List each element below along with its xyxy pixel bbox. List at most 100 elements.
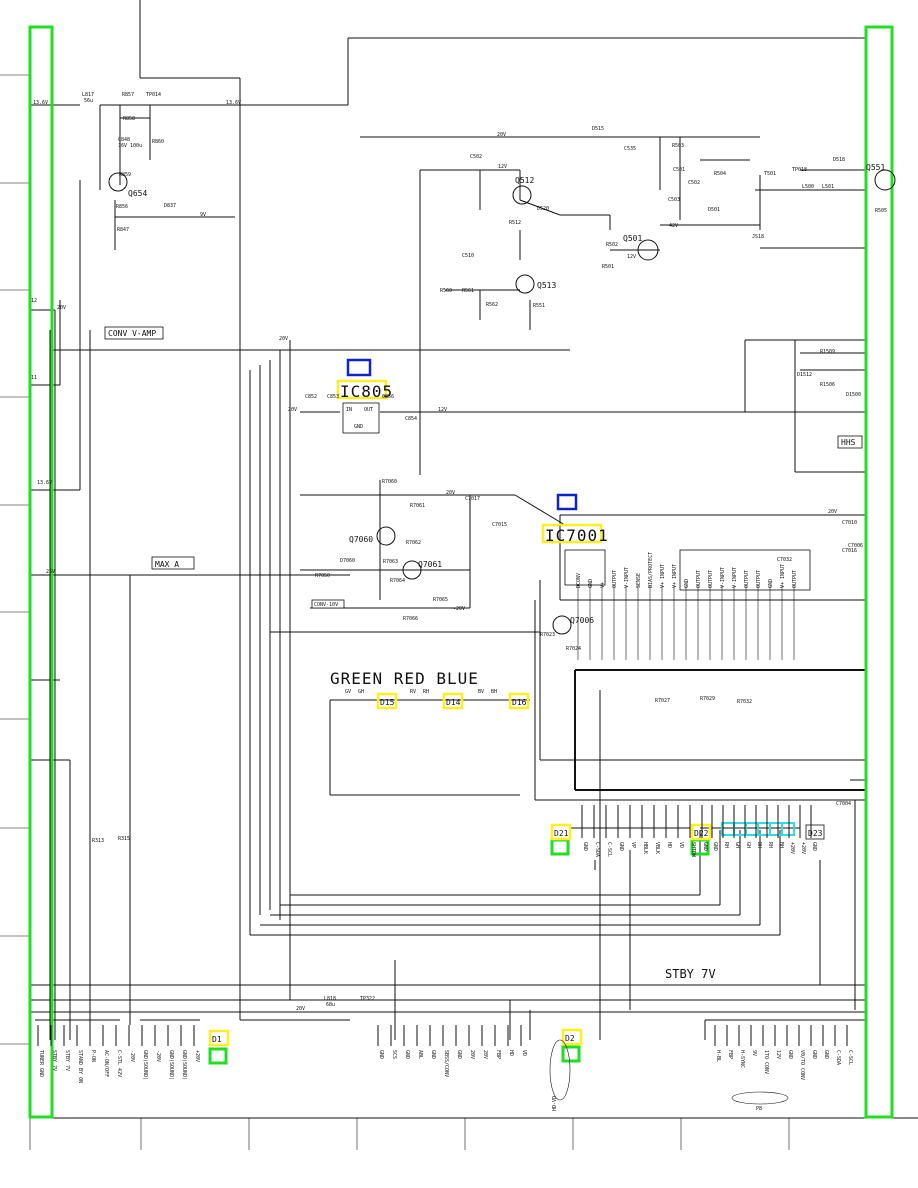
bottom-left-pin-label: GND(SOUND) bbox=[181, 1050, 187, 1080]
voltage-labels: 13.6V 13.6V 20V 9V 12V 12V 12V 20V 20V 2… bbox=[31, 100, 837, 1012]
transistors: Q654 Q512 Q513 Q501 Q551 Q7060 Q7061 Q70… bbox=[108, 163, 896, 635]
svg-text:C7015: C7015 bbox=[492, 522, 507, 528]
svg-text:R7050: R7050 bbox=[315, 573, 330, 579]
svg-text:D1512: D1512 bbox=[797, 372, 812, 378]
svg-text:20V: 20V bbox=[57, 305, 66, 311]
svg-text:11: 11 bbox=[31, 375, 37, 381]
svg-text:OUT: OUT bbox=[364, 407, 373, 413]
svg-text:R504: R504 bbox=[714, 171, 726, 177]
row-mid-pin-label: VP bbox=[630, 842, 636, 848]
bottom-mid-pin-label: GND bbox=[456, 1050, 462, 1059]
bottom-mid-pin-label: 20V bbox=[469, 1050, 475, 1059]
svg-text:C856: C856 bbox=[382, 394, 394, 400]
d21-green-marker[interactable] bbox=[550, 838, 570, 856]
row-mid-pin-label: SHTDW bbox=[690, 842, 696, 858]
svg-text:R860: R860 bbox=[152, 139, 164, 145]
bottom-right-pin-label: GND bbox=[823, 1050, 829, 1059]
svg-text:68u: 68u bbox=[326, 1002, 335, 1008]
svg-text:C535: C535 bbox=[624, 146, 636, 152]
svg-text:R1506: R1506 bbox=[820, 382, 835, 388]
svg-text:20V: 20V bbox=[288, 407, 297, 413]
svg-text:R315: R315 bbox=[118, 836, 130, 842]
bottom-right-pin-label: GND bbox=[811, 1050, 817, 1059]
d22-marker: D22 bbox=[694, 829, 709, 838]
svg-text:T501: T501 bbox=[764, 171, 776, 177]
svg-text:D7060: D7060 bbox=[340, 558, 355, 564]
svg-text:C7006: C7006 bbox=[848, 543, 863, 549]
bottom-mid-pin-label: ABL bbox=[417, 1050, 423, 1059]
d15-marker: D15 bbox=[380, 698, 395, 707]
stby7v-label: STBY 7V bbox=[665, 967, 716, 981]
yellow-markers: D15 D14 D16 D21 D22 D23 D1 D2 bbox=[208, 692, 825, 1047]
conv10v-label: CONV-10V bbox=[314, 602, 338, 608]
rgb-labels: GV GH RV RH BV BH bbox=[345, 689, 497, 695]
d16-marker: D16 bbox=[512, 698, 527, 707]
bottom-right-pin-label: 12V bbox=[775, 1050, 781, 1059]
svg-text:R847: R847 bbox=[117, 227, 129, 233]
svg-text:R512: R512 bbox=[509, 220, 521, 226]
svg-text:12V: 12V bbox=[627, 254, 636, 260]
svg-text:C7010: C7010 bbox=[842, 520, 857, 526]
ic7001-blue-marker[interactable] bbox=[556, 493, 578, 511]
ic7001-pin-label: OUTPUT bbox=[696, 570, 702, 588]
left-connector-highlight[interactable] bbox=[28, 25, 54, 1119]
svg-text:12: 12 bbox=[31, 298, 37, 304]
row-mid-pin-label: VBLK bbox=[654, 842, 660, 854]
svg-text:R7065: R7065 bbox=[433, 597, 448, 603]
row-right-pin-label: +20V bbox=[789, 842, 795, 854]
right-connector-highlight[interactable] bbox=[864, 25, 894, 1119]
svg-text:-20V: -20V bbox=[453, 606, 465, 612]
ic7001: IC7001 bbox=[541, 523, 811, 591]
svg-text:BV: BV bbox=[478, 689, 484, 695]
frame bbox=[0, 74, 918, 1150]
svg-text:D520: D520 bbox=[537, 206, 549, 212]
bottom-left-pin-label: GND(SOUND) bbox=[168, 1050, 174, 1080]
svg-text:R7062: R7062 bbox=[406, 540, 421, 546]
bottom-left-pin-label: STAND BY ON bbox=[77, 1050, 83, 1083]
conv-vamp-label: CONV V-AMP bbox=[108, 329, 156, 338]
bottom-left-pin-label: -20V bbox=[129, 1050, 135, 1062]
svg-text:GV: GV bbox=[345, 689, 351, 695]
ic7001-pin-label: GND bbox=[588, 579, 594, 588]
svg-text:R7032: R7032 bbox=[737, 699, 752, 705]
row-right-pin-label: GH bbox=[734, 842, 740, 848]
bottom-right-pin-label: C-SDA bbox=[835, 1050, 841, 1065]
bottom-left-pin-label: C-STL 42V bbox=[116, 1050, 122, 1077]
row-right-pin-label: BH bbox=[756, 842, 762, 848]
bottom-right-pin-label: V0/TO CONV bbox=[799, 1050, 805, 1080]
svg-text:9V: 9V bbox=[200, 212, 206, 218]
row-mid-pin-label: GND bbox=[618, 842, 624, 851]
d1-green-marker[interactable] bbox=[208, 1047, 228, 1065]
ic7001-pin-label: V-INPUT bbox=[720, 567, 726, 588]
svg-text:20V: 20V bbox=[279, 336, 288, 342]
p8-label: P8 bbox=[756, 1106, 762, 1112]
svg-text:C7004: C7004 bbox=[836, 801, 851, 807]
q551-label: Q551 bbox=[866, 163, 885, 172]
d2-green-marker[interactable] bbox=[561, 1045, 581, 1063]
d2-marker: D2 bbox=[565, 1034, 575, 1043]
bottom-right-pin-label: FBP bbox=[727, 1050, 733, 1059]
svg-text:R560: R560 bbox=[440, 288, 452, 294]
bottom-left-pin-label: +20V bbox=[194, 1050, 200, 1062]
svg-text:D501: D501 bbox=[708, 207, 720, 213]
bottom-mid-pin-label: 20V bbox=[482, 1050, 488, 1059]
ic805-blue-marker[interactable] bbox=[346, 358, 372, 377]
svg-text:BH: BH bbox=[491, 689, 497, 695]
d23-marker: D23 bbox=[808, 829, 823, 838]
svg-text:C501: C501 bbox=[673, 167, 685, 173]
svg-text:R7027: R7027 bbox=[655, 698, 670, 704]
svg-text:L818: L818 bbox=[324, 996, 336, 1002]
svg-text:C852: C852 bbox=[305, 394, 317, 400]
svg-text:56u: 56u bbox=[84, 98, 93, 104]
svg-text:25V: 25V bbox=[46, 569, 55, 575]
svg-text:C7032: C7032 bbox=[777, 557, 792, 563]
row-mid-pin-label: GND bbox=[582, 842, 588, 851]
svg-text:C7016: C7016 bbox=[842, 548, 857, 554]
row-right-pin-label: BH bbox=[778, 842, 784, 848]
p8-ellipse bbox=[731, 1091, 789, 1105]
svg-text:R502: R502 bbox=[606, 242, 618, 248]
svg-text:L817: L817 bbox=[82, 92, 94, 98]
svg-text:20V: 20V bbox=[446, 490, 455, 496]
